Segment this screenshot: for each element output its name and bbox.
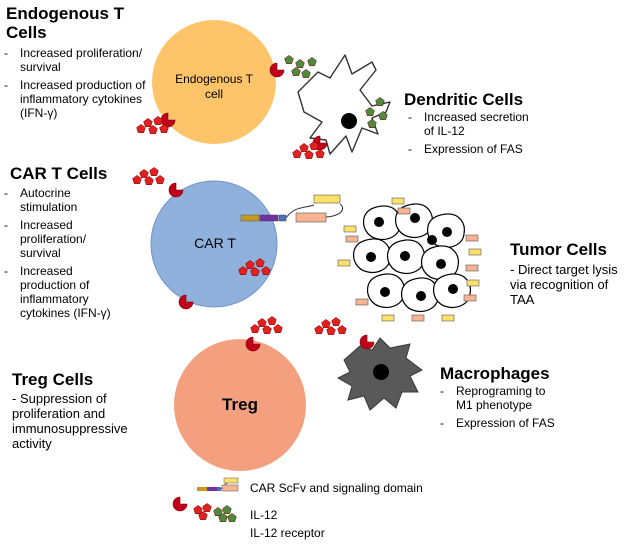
macrophages-heading: Macrophages bbox=[440, 364, 550, 383]
car-t-cell-label: CAR T bbox=[194, 235, 236, 251]
endogenous-item-1: Increased proliferation/ survival bbox=[0, 46, 150, 74]
endogenous-heading: Endogenous T Cells bbox=[6, 4, 125, 42]
macrophage-nucleus bbox=[373, 364, 389, 380]
dendritic-cell-body bbox=[297, 54, 391, 155]
dendritic-item-1: Increased secretion of IL-12 bbox=[404, 110, 534, 138]
tumor-note: - Direct target lysis via recognition of… bbox=[510, 262, 618, 307]
car-t-heading: CAR T Cells bbox=[10, 164, 108, 183]
legend-car-label: CAR ScFv and signaling domain bbox=[250, 481, 423, 495]
legend-il12-label: IL-12 bbox=[250, 508, 278, 522]
endogenous-list: Increased proliferation/ survival Increa… bbox=[0, 46, 150, 120]
endogenous-item-2: Increased production of inflammatory cyt… bbox=[0, 78, 150, 120]
legend-car-symbol bbox=[197, 477, 239, 492]
dendritic-list: Increased secretion of IL-12 Expression … bbox=[404, 110, 534, 156]
tumor-cell-cluster bbox=[337, 197, 482, 322]
tumor-heading: Tumor Cells bbox=[510, 240, 607, 259]
treg-cell bbox=[174, 339, 306, 471]
dendritic-item-2: Expression of FAS bbox=[404, 142, 534, 156]
car-construct bbox=[240, 194, 344, 223]
treg-heading: Treg Cells bbox=[12, 370, 94, 389]
car-t-list: Autocrine stimulation Increased prolifer… bbox=[0, 186, 130, 320]
legend-il12-symbol bbox=[193, 503, 237, 522]
endogenous-t-cell bbox=[152, 20, 276, 144]
macrophages-item-2: Expression of FAS bbox=[436, 416, 556, 430]
legend-receptor-label: IL-12 receptor bbox=[250, 526, 325, 540]
macrophages-item-1: Reprograming to M1 phenotype bbox=[436, 384, 556, 412]
dendritic-heading: Dendritic Cells bbox=[404, 90, 524, 109]
car-t-item-1: Autocrine stimulation bbox=[0, 186, 130, 214]
dendritic-nucleus bbox=[341, 113, 357, 129]
treg-note: - Suppression of proliferation and immun… bbox=[12, 391, 128, 451]
endogenous-cell-label: Endogenous T cell bbox=[175, 72, 253, 101]
macrophages-list: Reprograming to M1 phenotype Expression … bbox=[436, 384, 556, 430]
car-t-item-3: Increased production of inflammatory cyt… bbox=[0, 264, 130, 320]
car-t-cell bbox=[150, 180, 278, 308]
treg-cell-label: Treg bbox=[222, 395, 258, 414]
car-t-item-2: Increased proliferation/ survival bbox=[0, 218, 130, 260]
